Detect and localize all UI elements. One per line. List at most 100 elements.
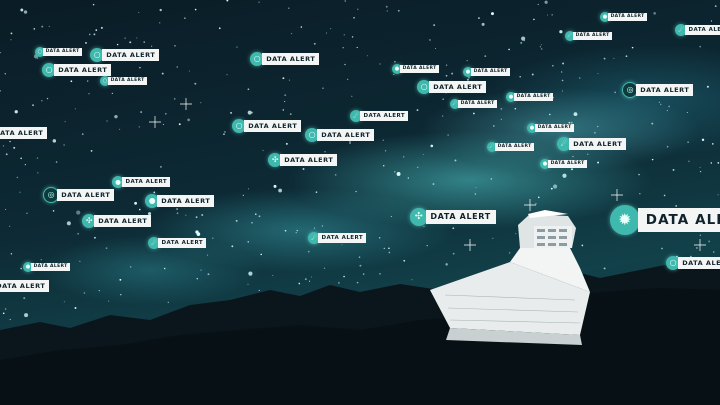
data-alert-badge[interactable]: ○DATA ALERT: [0, 279, 50, 293]
star: [562, 62, 565, 65]
star: [324, 151, 326, 153]
alert-label: DATA ALERT: [0, 127, 48, 139]
dot-icon: ●: [23, 262, 33, 272]
data-alert-badge[interactable]: ○DATA ALERT: [305, 127, 375, 143]
alert-label: DATA ALERT: [399, 65, 440, 73]
data-alert-badge[interactable]: ○DATA ALERT: [232, 118, 302, 134]
star: [500, 107, 503, 110]
star: [426, 244, 428, 247]
star: [568, 121, 571, 124]
star: [226, 74, 228, 76]
data-alert-badge[interactable]: ☄DATA ALERT: [557, 136, 627, 152]
alert-label: DATA ALERT: [57, 189, 115, 201]
star: [325, 32, 328, 34]
data-alert-badge[interactable]: ◎DATA ALERT: [622, 81, 694, 99]
data-alert-badge[interactable]: ●DATA ALERT: [463, 67, 511, 77]
star: [247, 283, 249, 285]
star: [570, 168, 573, 171]
star: [550, 187, 553, 190]
star: [207, 273, 210, 276]
data-alert-badge[interactable]: ✣DATA ALERT: [410, 208, 496, 226]
data-alert-badge[interactable]: ☄DATA ALERT: [350, 109, 409, 123]
star: [106, 120, 108, 122]
data-alert-badge[interactable]: ✣DATA ALERT: [82, 213, 152, 229]
star: [597, 161, 600, 164]
star: [366, 55, 368, 57]
data-alert-badge[interactable]: ●DATA ALERT: [392, 64, 440, 74]
data-alert-badge[interactable]: ☄DATA ALERT: [450, 99, 498, 109]
star: [4, 308, 7, 310]
supernova-icon: ✹: [610, 205, 640, 235]
planet-ring-icon: ◎: [43, 186, 60, 204]
star: [573, 112, 578, 117]
data-alert-badge[interactable]: ○DATA ALERT: [90, 47, 160, 63]
star: [706, 85, 709, 88]
star: [223, 133, 225, 135]
alert-label: DATA ALERT: [360, 111, 409, 121]
star: [330, 28, 332, 30]
star: [247, 241, 249, 243]
data-alert-badge[interactable]: ☄DATA ALERT: [675, 23, 720, 37]
star: [92, 3, 95, 6]
data-alert-badge[interactable]: ○DATA ALERT: [42, 62, 112, 78]
data-alert-badge[interactable]: ☄DATA ALERT: [565, 31, 613, 41]
bright-star: [464, 239, 476, 251]
star: [675, 205, 677, 207]
star: [23, 10, 28, 14]
star: [14, 110, 18, 114]
alert-label: DATA ALERT: [244, 120, 302, 132]
data-alert-badge[interactable]: ●DATA ALERT: [527, 123, 575, 133]
star: [194, 82, 197, 85]
data-alert-badge[interactable]: ◎DATA ALERT: [43, 186, 115, 204]
star: [570, 121, 573, 124]
alert-label: DATA ALERT: [158, 238, 207, 248]
star: [321, 225, 324, 227]
data-alert-badge[interactable]: ○DATA ALERT: [0, 126, 48, 140]
star: [159, 8, 162, 12]
star: [23, 297, 26, 300]
star: [315, 191, 318, 193]
data-alert-badge[interactable]: ☄DATA ALERT: [308, 231, 367, 245]
data-alert-badge[interactable]: ○DATA ALERT: [417, 79, 487, 95]
data-alert-badge[interactable]: ☄DATA ALERT: [487, 142, 535, 152]
star: [553, 184, 558, 189]
star: [307, 250, 310, 253]
data-alert-badge[interactable]: ○DATA ALERT: [666, 255, 720, 271]
data-alert-badge[interactable]: ●DATA ALERT: [506, 92, 554, 102]
star: [407, 177, 410, 179]
star: [77, 232, 80, 235]
star: [66, 221, 71, 226]
star: [572, 155, 574, 158]
comet-icon: ☄: [148, 236, 161, 250]
data-alert-badge[interactable]: ○DATA ALERT: [35, 47, 83, 57]
data-alert-badge[interactable]: ○DATA ALERT: [100, 76, 148, 86]
star: [434, 47, 436, 49]
data-alert-badge[interactable]: ✹DATA ALERT: [610, 205, 720, 235]
data-alert-badge[interactable]: ●DATA ALERT: [23, 262, 71, 272]
alert-label: DATA ALERT: [429, 81, 487, 93]
star: [717, 162, 720, 164]
star: [357, 8, 359, 11]
data-alert-badge[interactable]: ●DATA ALERT: [600, 12, 648, 22]
data-alert-badge[interactable]: ●DATA ALERT: [112, 175, 171, 189]
data-alert-badge[interactable]: ☄DATA ALERT: [148, 236, 207, 250]
alert-label: DATA ALERT: [102, 49, 160, 61]
data-alert-badge[interactable]: ○DATA ALERT: [250, 51, 320, 67]
star: [258, 215, 261, 218]
star: [124, 37, 126, 39]
star: [379, 273, 381, 275]
star: [143, 41, 146, 43]
star: [535, 202, 537, 205]
star: [74, 108, 77, 110]
data-alert-badge[interactable]: ●DATA ALERT: [540, 159, 588, 169]
star: [231, 245, 234, 248]
star: [174, 45, 176, 47]
star: [200, 269, 202, 271]
star: [474, 193, 477, 195]
alert-label: DATA ALERT: [262, 53, 320, 65]
data-alert-badge[interactable]: ✣DATA ALERT: [268, 152, 338, 168]
data-alert-badge[interactable]: ●DATA ALERT: [145, 193, 215, 209]
star: [445, 74, 448, 77]
star: [194, 8, 197, 11]
alert-label: DATA ALERT: [470, 68, 511, 76]
